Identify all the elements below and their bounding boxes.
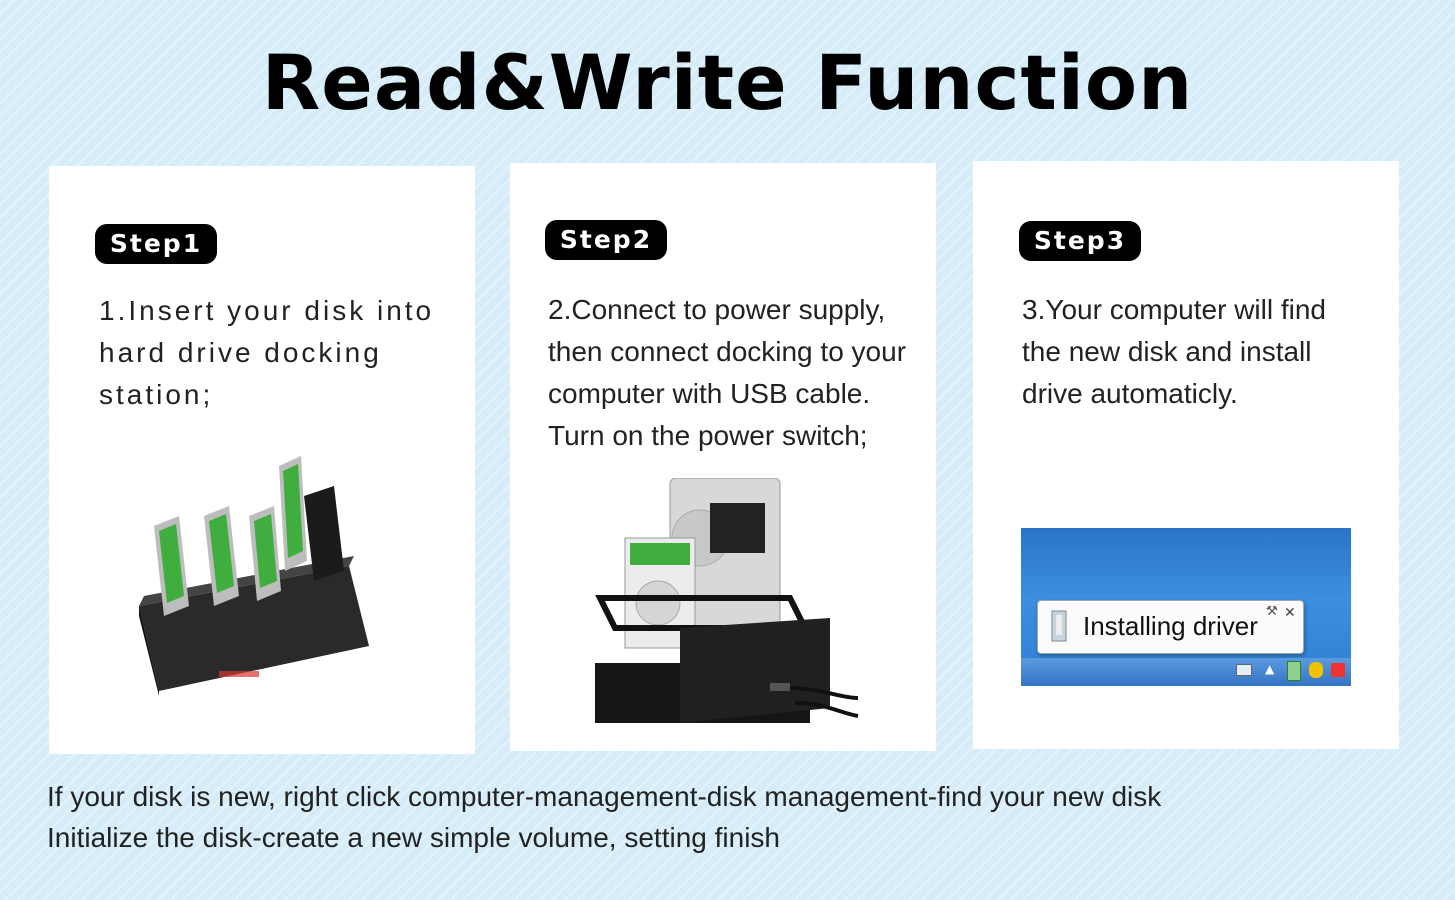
options-icon[interactable]: ⚒ bbox=[1266, 604, 1278, 619]
driver-notification: Installing driver ⚒ ✕ bbox=[1037, 600, 1304, 654]
close-icon[interactable]: ✕ bbox=[1284, 605, 1296, 621]
four-bay-docking-station-image bbox=[139, 456, 369, 696]
speaker-muted-icon[interactable] bbox=[1331, 663, 1345, 677]
notification-text: Installing driver bbox=[1083, 611, 1258, 641]
step2-card: Step2 2.Connect to power supply, then co… bbox=[510, 163, 936, 751]
step1-description: 1.Insert your disk into hard drive docki… bbox=[99, 295, 435, 410]
windows-desktop-screenshot: Installing driver ⚒ ✕ ▲ bbox=[1021, 528, 1351, 686]
chevron-up-icon[interactable]: ▲ bbox=[1265, 662, 1275, 676]
hard-drive-icon bbox=[249, 506, 281, 601]
device-install-icon[interactable] bbox=[1287, 661, 1301, 681]
two-bay-docking-station-image bbox=[595, 478, 859, 723]
step2-badge: Step2 bbox=[545, 220, 667, 260]
device-icon bbox=[1051, 610, 1067, 642]
keyboard-icon[interactable] bbox=[1236, 664, 1252, 676]
page-title: Read&Write Function bbox=[261, 38, 1194, 127]
step3-badge: Step3 bbox=[1019, 221, 1141, 261]
hard-drive-icon bbox=[279, 456, 307, 571]
step3-description: 3.Your computer will find the new disk a… bbox=[1022, 294, 1327, 409]
step1-badge: Step1 bbox=[95, 224, 217, 264]
footer-instruction-line2: Initialize the disk-create a new simple … bbox=[47, 822, 781, 853]
taskbar: ▲ bbox=[1021, 658, 1351, 686]
hard-drive-icon bbox=[204, 506, 239, 606]
step3-card: Step3 3.Your computer will find the new … bbox=[973, 161, 1399, 749]
step1-card: Step1 1.Insert your disk into hard drive… bbox=[49, 166, 475, 754]
footer-instruction-line1: If your disk is new, right click compute… bbox=[47, 781, 1162, 812]
hard-drive-icon bbox=[154, 516, 189, 616]
qq-penguin-icon[interactable] bbox=[1309, 662, 1323, 678]
step2-description: 2.Connect to power supply, then connect … bbox=[548, 294, 907, 451]
